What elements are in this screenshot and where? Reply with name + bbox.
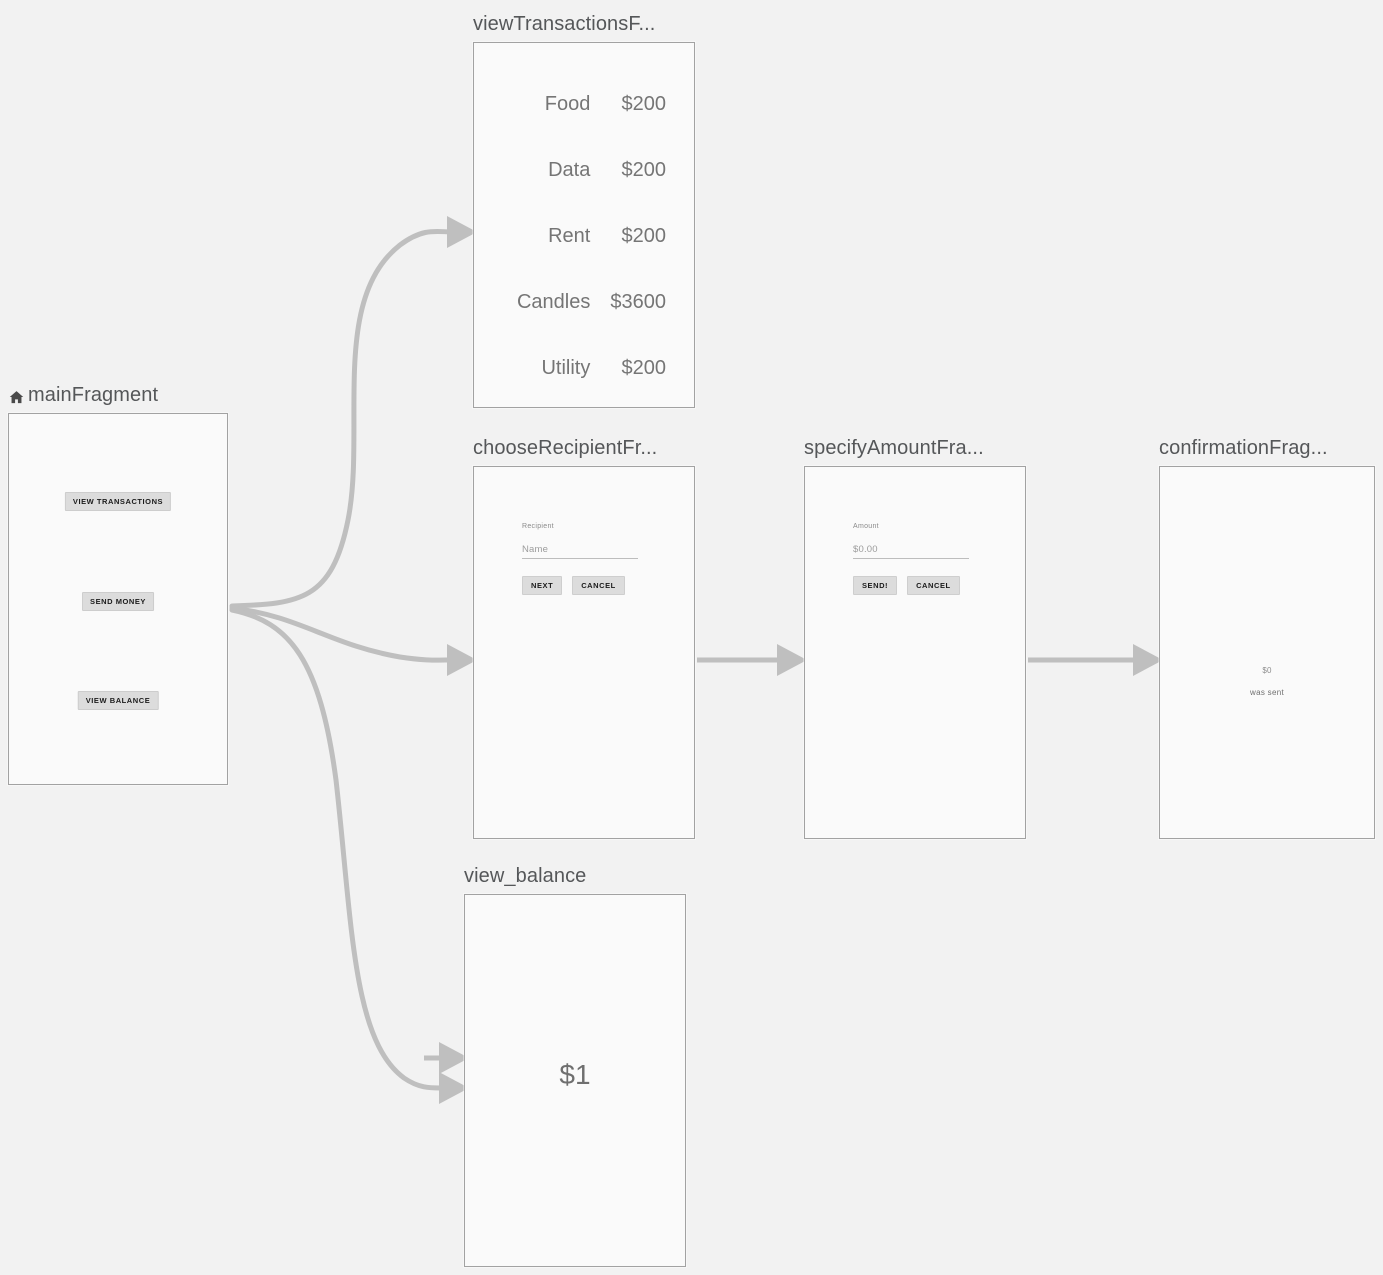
connection-main-to-transactions[interactable] [229, 215, 477, 609]
node-view-balance[interactable]: view_balance $1 [464, 864, 686, 1267]
transaction-amount: $200 [621, 357, 667, 379]
node-frame-main-fragment[interactable]: VIEW TRANSACTIONS SEND MONEY VIEW BALANC… [8, 413, 228, 785]
transaction-row: Food $200 [474, 71, 694, 137]
send-money-button[interactable]: SEND MONEY [82, 592, 154, 611]
next-button[interactable]: NEXT [522, 576, 563, 595]
transaction-category: Candles [516, 291, 591, 313]
transaction-row: Utility $200 [474, 335, 694, 401]
node-label-view-transactions: viewTransactionsF... [473, 13, 656, 35]
transaction-category: Data [548, 159, 591, 181]
home-icon [8, 388, 25, 405]
node-title-view-balance: view_balance [464, 864, 686, 888]
recipient-name-input[interactable]: Name [522, 544, 638, 559]
transaction-category: Utility [541, 357, 591, 379]
node-label-specify-amount: specifyAmountFra... [804, 437, 984, 459]
recipient-field-label: Recipient [522, 523, 554, 530]
connection-main-to-view-balance[interactable] [229, 607, 469, 1105]
node-view-transactions[interactable]: viewTransactionsF... Food $200 Data $200… [473, 12, 695, 408]
transaction-row: Rent $200 [474, 203, 694, 269]
node-frame-specify-amount[interactable]: Amount $0.00 SEND! CANCEL [804, 466, 1026, 839]
transaction-list: Food $200 Data $200 Rent $200 Candles $3… [474, 71, 694, 401]
transaction-row: Candles $3600 [474, 269, 694, 335]
view-transactions-button[interactable]: VIEW TRANSACTIONS [64, 492, 172, 511]
node-frame-choose-recipient[interactable]: Recipient Name NEXT CANCEL [473, 466, 695, 839]
node-title-specify-amount: specifyAmountFra... [804, 436, 1026, 460]
node-label-main-fragment: mainFragment [28, 384, 159, 406]
confirmation-message: was sent [1250, 688, 1284, 697]
confirmation-body: $0 was sent [1160, 665, 1374, 699]
node-label-view-balance: view_balance [464, 865, 587, 887]
transaction-amount: $200 [621, 93, 667, 115]
transaction-amount: $3600 [610, 291, 666, 313]
node-title-view-transactions: viewTransactionsF... [473, 12, 695, 36]
node-title-confirmation: confirmationFrag... [1159, 436, 1375, 460]
amount-field-label: Amount [853, 523, 879, 530]
amount-input[interactable]: $0.00 [853, 544, 969, 559]
recipient-form-actions: NEXT CANCEL [522, 576, 652, 595]
transaction-amount: $200 [621, 159, 667, 181]
transaction-row: Data $200 [474, 137, 694, 203]
node-choose-recipient[interactable]: chooseRecipientFr... Recipient Name NEXT… [473, 436, 695, 839]
amount-form: Amount $0.00 SEND! CANCEL [853, 522, 983, 595]
cancel-button[interactable]: CANCEL [572, 576, 625, 595]
node-label-choose-recipient: chooseRecipientFr... [473, 437, 658, 459]
transaction-category: Food [544, 93, 591, 115]
transaction-category: Rent [548, 225, 591, 247]
node-title-main-fragment: mainFragment [8, 383, 228, 407]
balance-amount: $1 [559, 1059, 591, 1090]
main-fragment-body: VIEW TRANSACTIONS SEND MONEY VIEW BALANC… [9, 414, 227, 784]
node-label-confirmation: confirmationFrag... [1159, 437, 1328, 459]
node-frame-confirmation[interactable]: $0 was sent [1159, 466, 1375, 839]
balance-body: $1 [465, 1059, 685, 1091]
amount-form-actions: SEND! CANCEL [853, 576, 983, 595]
view-balance-button[interactable]: VIEW BALANCE [77, 691, 159, 710]
node-frame-view-balance[interactable]: $1 [464, 894, 686, 1267]
confirmation-amount: $0 [1262, 666, 1272, 675]
node-title-choose-recipient: chooseRecipientFr... [473, 436, 695, 460]
connection-main-to-choose-recipient[interactable] [229, 605, 477, 677]
node-specify-amount[interactable]: specifyAmountFra... Amount $0.00 SEND! C… [804, 436, 1026, 839]
send-button[interactable]: SEND! [853, 576, 898, 595]
node-frame-view-transactions[interactable]: Food $200 Data $200 Rent $200 Candles $3… [473, 42, 695, 408]
node-main-fragment[interactable]: mainFragment VIEW TRANSACTIONS SEND MONE… [8, 383, 228, 785]
recipient-form: Recipient Name NEXT CANCEL [522, 522, 652, 595]
node-confirmation[interactable]: confirmationFrag... $0 was sent [1159, 436, 1375, 839]
transaction-amount: $200 [621, 225, 667, 247]
cancel-button[interactable]: CANCEL [907, 576, 960, 595]
